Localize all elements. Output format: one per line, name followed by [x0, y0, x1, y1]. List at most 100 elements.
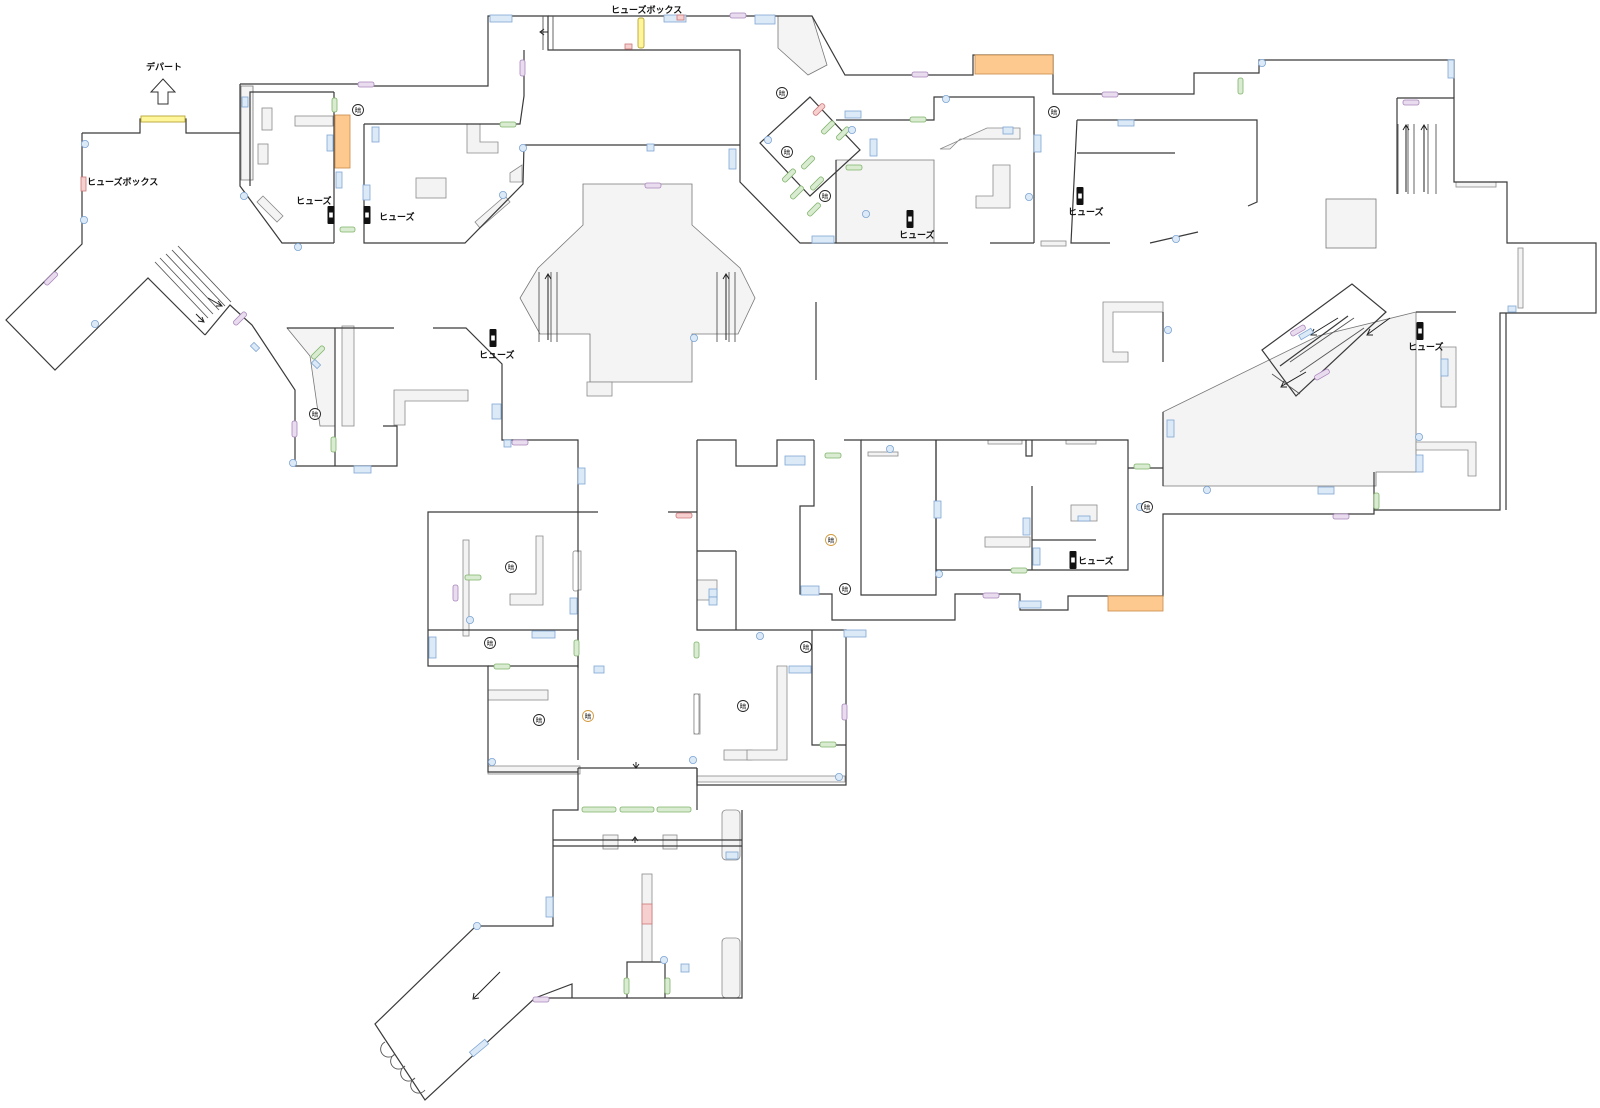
window	[593, 665, 605, 674]
dark-spot-icon: 暗	[800, 641, 812, 653]
door	[836, 126, 850, 141]
fuse-label: ヒューズ	[1408, 341, 1444, 353]
window	[663, 14, 687, 23]
dark-spot-icon: 暗	[533, 714, 545, 726]
stair-arrow-icon	[632, 762, 640, 769]
dark-spot-glyph: 暗	[355, 105, 362, 114]
door	[801, 155, 815, 170]
dark-spot-glyph: 暗	[779, 88, 786, 97]
dark-spot-glyph: 暗	[536, 715, 543, 724]
door	[644, 182, 662, 189]
door	[693, 641, 700, 659]
counter	[1440, 346, 1457, 408]
dark-spot-glyph: 暗	[1144, 502, 1151, 511]
door	[729, 12, 747, 19]
east-atrium-zone	[1162, 311, 1417, 487]
fuse-icon	[1076, 187, 1084, 205]
dark-spot-icon: 暗	[1141, 501, 1153, 513]
door	[623, 977, 630, 995]
pillar	[602, 834, 619, 850]
door	[493, 663, 511, 670]
fuses	[327, 187, 1424, 569]
rail	[1455, 181, 1497, 188]
counter	[294, 115, 334, 127]
window	[1022, 517, 1031, 536]
window	[844, 110, 862, 119]
dark-spot-glyph: 暗	[784, 147, 791, 156]
fuse-label: ヒューズ	[296, 195, 332, 207]
camera-icon	[80, 215, 89, 224]
window	[1317, 486, 1335, 495]
dark-spot-icon: 暗	[781, 146, 793, 158]
table	[415, 177, 447, 199]
camera-icon	[1172, 234, 1181, 243]
door	[330, 436, 337, 453]
dark-spot-icon: 暗	[737, 700, 749, 712]
camera-icon	[1025, 192, 1034, 201]
red-box	[624, 43, 633, 50]
dark-spots: 暗暗暗暗暗暗暗暗暗暗暗暗暗暗暗	[309, 87, 1153, 726]
central-hall-step	[586, 381, 613, 397]
camera-icon	[862, 209, 871, 218]
fuse-icon	[363, 206, 371, 224]
dark-spot-icon: 暗	[839, 583, 851, 595]
window	[1447, 59, 1455, 79]
door	[1101, 91, 1119, 98]
window	[754, 14, 776, 25]
camera-icon	[1164, 325, 1173, 334]
orange-zones	[334, 54, 1164, 612]
counter	[509, 535, 544, 606]
window	[1298, 327, 1314, 341]
door	[581, 806, 617, 813]
window	[353, 465, 372, 474]
camera-icon	[81, 139, 90, 148]
door	[819, 741, 837, 748]
window	[1166, 419, 1175, 438]
door	[693, 693, 700, 735]
dark-spot-glyph: 暗	[312, 409, 319, 418]
camera-icon	[472, 922, 481, 931]
booth	[721, 809, 741, 861]
red-box	[641, 903, 653, 925]
door	[911, 71, 929, 78]
window	[1032, 547, 1041, 566]
pillar	[662, 834, 678, 850]
stair-arrow-icon	[472, 971, 501, 1000]
door	[573, 639, 580, 657]
rail	[1040, 240, 1067, 247]
shutter	[140, 115, 186, 123]
door	[331, 97, 338, 113]
camera-icon	[764, 135, 773, 144]
rail	[696, 775, 846, 783]
door	[790, 185, 804, 200]
window	[1117, 119, 1135, 127]
shelf	[257, 143, 269, 165]
camera-icon	[293, 242, 302, 251]
dark-spot-icon: 暗	[582, 710, 594, 722]
camera-icon	[288, 458, 297, 467]
dark-spot-glyph: 暗	[508, 562, 515, 571]
window	[545, 896, 554, 918]
central-hall-zone	[519, 183, 756, 383]
wall-counter	[341, 325, 355, 427]
shutters	[140, 17, 645, 123]
door	[845, 164, 863, 171]
shutter	[637, 17, 645, 49]
window	[800, 585, 820, 596]
stair-arrow-icon	[207, 297, 224, 307]
door	[519, 59, 526, 77]
window	[708, 588, 718, 598]
window	[728, 148, 737, 170]
red-box	[676, 14, 685, 21]
dark-spot-glyph: 暗	[1051, 107, 1058, 116]
window	[310, 358, 322, 370]
door	[812, 103, 826, 116]
escalator-lines	[1271, 317, 1365, 395]
camera-icon	[487, 758, 496, 767]
dark-spot-glyph: 暗	[740, 701, 747, 710]
door	[339, 226, 356, 233]
windows	[241, 14, 1517, 1058]
window	[569, 597, 578, 615]
door	[1373, 492, 1380, 510]
